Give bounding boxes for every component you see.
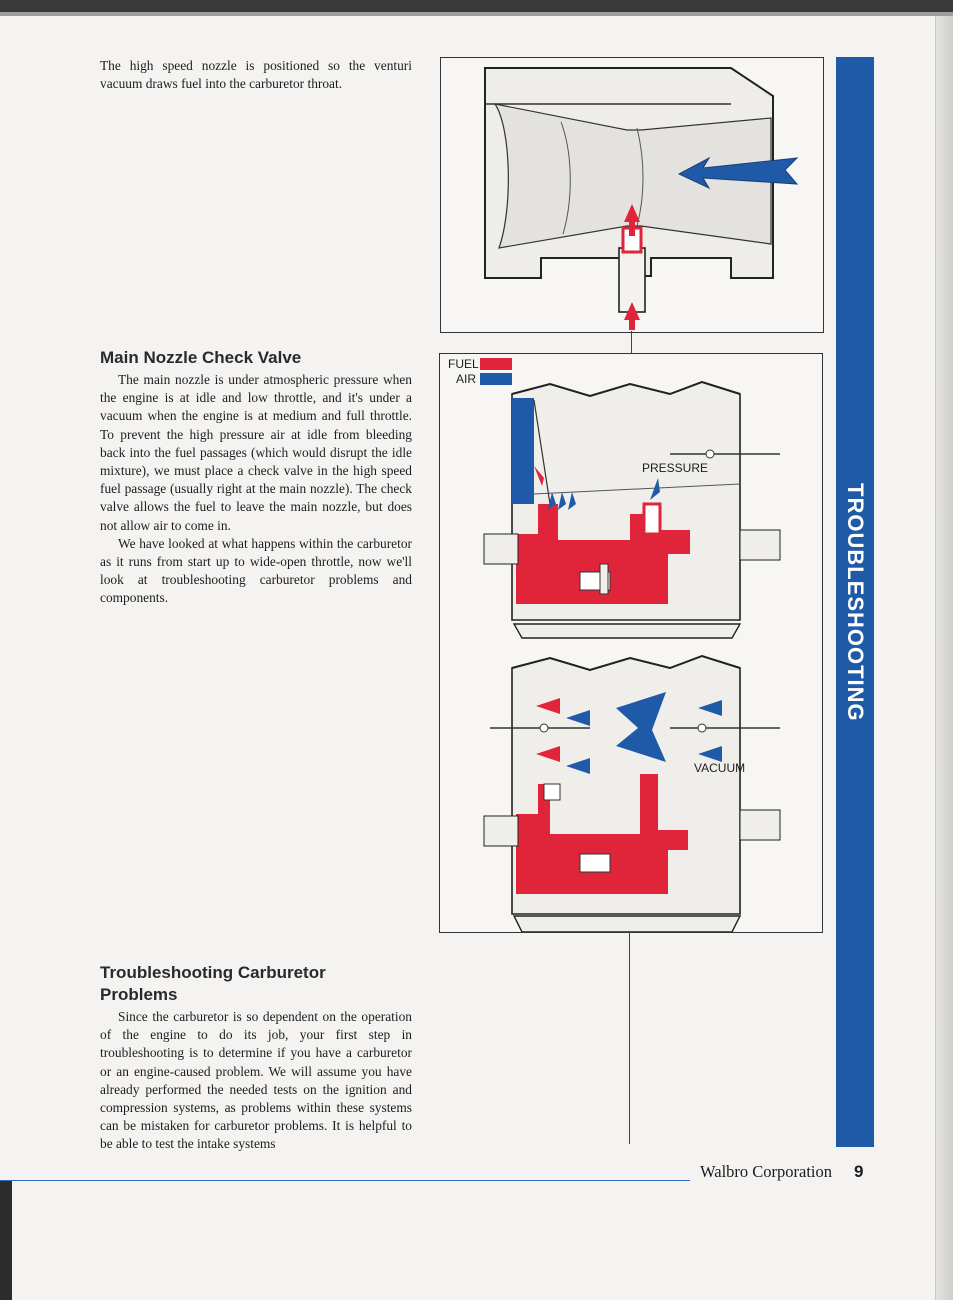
section1-paragraph-2: We have looked at what happens within th… — [100, 535, 412, 606]
scan-border-right — [935, 16, 953, 1300]
legend-fuel-label: FUEL — [448, 357, 479, 371]
check-valve-illustration: FUEL AIR PRESSU — [448, 357, 781, 933]
section-side-tab — [836, 57, 874, 1147]
page-number: 9 — [854, 1162, 864, 1181]
heading-troubleshooting-line1: Troubleshooting Carburetor — [100, 963, 326, 982]
vacuum-label: VACUUM — [694, 761, 745, 775]
venturi-diagram — [440, 57, 824, 333]
heading-main-nozzle-check-valve: Main Nozzle Check Valve — [100, 348, 302, 367]
legend-fuel-swatch — [480, 358, 512, 370]
section1-text-block: The main nozzle is under atmospheric pre… — [100, 371, 412, 608]
side-tab-label-wrap: TROUBLESHOOTING — [836, 57, 874, 1147]
connector-rule-2 — [629, 931, 630, 1144]
intro-text-block: The high speed nozzle is positioned so t… — [100, 57, 412, 93]
section2-paragraph: Since the carburetor is so dependent on … — [100, 1009, 412, 1152]
connector-rule-1 — [631, 331, 632, 353]
page-edge — [935, 16, 936, 1300]
scan-border-shade — [0, 12, 953, 16]
legend-air-label: AIR — [456, 372, 476, 386]
upper-carburetor: PRESSURE — [483, 380, 781, 639]
section2-text-block: Since the carburetor is so dependent on … — [100, 1008, 412, 1154]
lower-carburetor: VACUUM — [483, 654, 781, 933]
side-tab-label: TROUBLESHOOTING — [843, 482, 868, 722]
venturi-illustration — [484, 67, 799, 330]
pressure-label: PRESSURE — [642, 461, 708, 475]
footer-company: Walbro Corporation — [700, 1162, 833, 1181]
scan-border-top — [0, 0, 953, 12]
check-valve-diagram: FUEL AIR PRESSU — [439, 353, 823, 933]
section1-paragraph-1: The main nozzle is under atmospheric pre… — [100, 372, 412, 533]
legend-air-swatch — [480, 373, 512, 385]
heading-troubleshooting-line2: Problems — [100, 985, 178, 1004]
intro-paragraph: The high speed nozzle is positioned so t… — [100, 58, 412, 92]
footer-rule — [0, 1180, 690, 1181]
scan-border-left — [0, 1180, 12, 1300]
